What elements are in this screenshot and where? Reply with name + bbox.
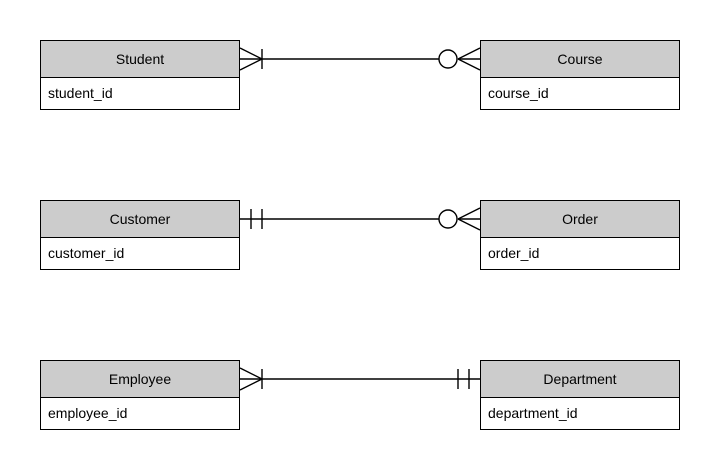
entity-name-label: Employee <box>41 361 239 398</box>
entity-attribute-label: course_id <box>481 78 679 109</box>
entity-attribute-label: student_id <box>41 78 239 109</box>
relationship-student-course <box>239 47 481 71</box>
entity-attribute-label: department_id <box>481 398 679 429</box>
relationship-employee-department <box>239 367 480 391</box>
entity-student[interactable]: Student student_id <box>40 40 240 110</box>
crowfoot-many-symbol <box>239 367 263 380</box>
entity-name-label: Customer <box>41 201 239 238</box>
entity-department[interactable]: Department department_id <box>480 360 680 430</box>
cardinality-zero-circle <box>438 209 458 229</box>
crowfoot-many-symbol <box>457 58 481 71</box>
crowfoot-many-symbol <box>457 218 481 231</box>
entity-name-label: Course <box>481 41 679 78</box>
entity-order[interactable]: Order order_id <box>480 200 680 270</box>
entity-employee[interactable]: Employee employee_id <box>40 360 240 430</box>
entity-attribute-label: order_id <box>481 238 679 269</box>
crowfoot-many-symbol <box>239 58 263 71</box>
entity-attribute-label: employee_id <box>41 398 239 429</box>
entity-name-label: Order <box>481 201 679 238</box>
entity-attribute-label: customer_id <box>41 238 239 269</box>
crowfoot-many-symbol <box>239 47 263 60</box>
crowfoot-many-symbol <box>457 47 481 60</box>
crowfoot-many-symbol <box>457 207 481 220</box>
relationship-customer-order <box>240 207 481 231</box>
entity-name-label: Department <box>481 361 679 398</box>
entity-course[interactable]: Course course_id <box>480 40 680 110</box>
entity-customer[interactable]: Customer customer_id <box>40 200 240 270</box>
cardinality-zero-circle <box>438 49 458 69</box>
entity-name-label: Student <box>41 41 239 78</box>
crowfoot-many-symbol <box>239 378 263 391</box>
